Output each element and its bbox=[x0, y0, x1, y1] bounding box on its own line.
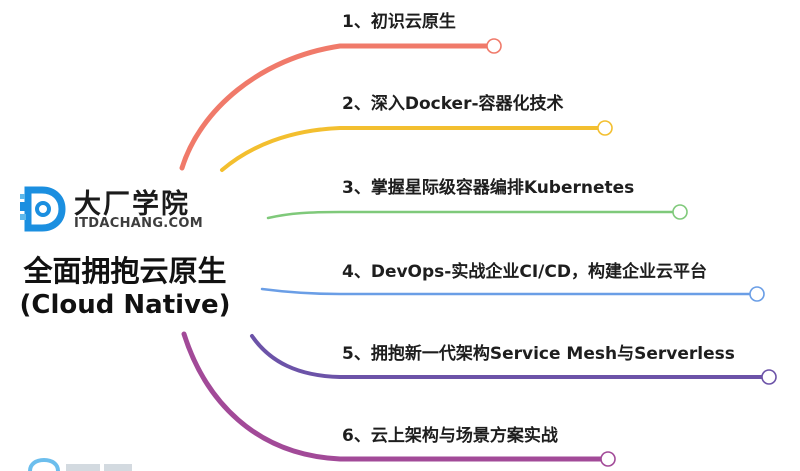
branch-4-label[interactable]: 4、DevOps-实战企业CI/CD，构建企业云平台 bbox=[342, 262, 707, 282]
brand-name-cn: 大厂学院 bbox=[74, 189, 190, 220]
brand-domain: ITDACHANG.COM bbox=[74, 216, 203, 231]
branch-2-node[interactable] bbox=[597, 120, 613, 136]
branch-1-curve bbox=[179, 43, 495, 171]
branch-3-node[interactable] bbox=[672, 204, 688, 220]
branch-3-label[interactable]: 3、掌握星际级容器编排Kubernetes bbox=[342, 178, 635, 198]
branch-4-curve bbox=[260, 287, 757, 296]
root-subtitle: (Cloud Native) bbox=[19, 290, 231, 320]
branch-6-curve bbox=[181, 331, 609, 462]
branch-5-node[interactable] bbox=[761, 369, 777, 385]
branch-6-node[interactable] bbox=[600, 451, 616, 467]
branch-2-label[interactable]: 2、深入Docker-容器化技术 bbox=[342, 94, 564, 114]
branch-3-curve bbox=[266, 210, 680, 220]
branch-6-label[interactable]: 6、云上架构与场景方案实战 bbox=[342, 426, 558, 446]
partial-logo-bottom bbox=[28, 457, 132, 471]
branch-1-node[interactable] bbox=[486, 38, 502, 54]
branch-4-node[interactable] bbox=[749, 286, 765, 302]
branch-5-curve bbox=[250, 334, 769, 379]
branch-2-curve bbox=[220, 126, 605, 172]
d-logo-icon bbox=[20, 186, 66, 232]
branch-5-label[interactable]: 5、拥抱新一代架构Service Mesh与Serverless bbox=[342, 344, 735, 364]
brand-logo: 大厂学院 ITDACHANG.COM bbox=[18, 182, 238, 234]
root-title: 全面拥抱云原生 bbox=[23, 254, 227, 288]
branch-1-label[interactable]: 1、初识云原生 bbox=[342, 12, 456, 32]
